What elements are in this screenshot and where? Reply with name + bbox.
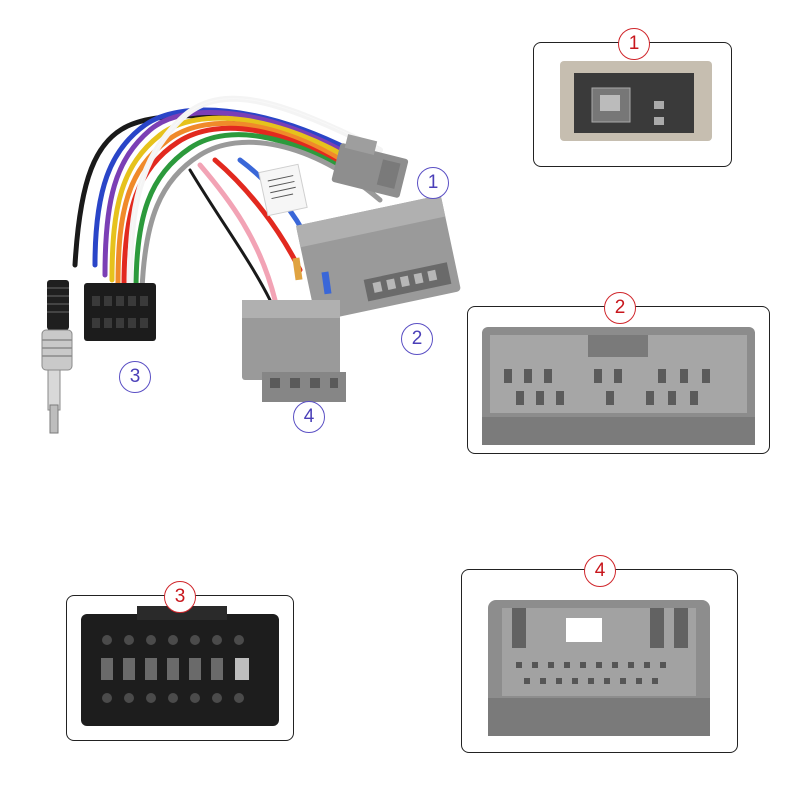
panel-1-number: 1 [618,28,650,60]
callout-harness-3: 3 [119,361,151,393]
wire-pink [197,162,278,303]
panel-3-number: 3 [164,581,196,613]
wire-red-2 [212,157,303,273]
black-connector-3 [84,283,156,341]
wire-orange [115,121,368,288]
callout-harness-2: 2 [401,323,433,355]
detail-panel-2: 2 [467,292,770,454]
wire-green [133,132,378,293]
panel-4-number: 4 [584,555,616,587]
wire-red [121,125,373,288]
callout-harness-1: 1 [417,167,449,199]
grey-connector-4 [242,300,346,402]
detail-panel-1: 1 [533,28,732,167]
panel-2-number: 2 [604,292,636,324]
wire-yellow [109,115,363,283]
wire-black-2 [188,168,272,302]
callout-harness-4: 4 [293,401,325,433]
wire-purple [102,109,358,278]
antenna-plug [41,280,73,434]
wire-grey [139,139,383,293]
grey-connector-1 [331,134,409,198]
wire-white [127,95,383,288]
detail-panel-4: 4 [461,555,738,753]
detail-panel-3: 3 [66,581,294,741]
grey-connector-2 [295,194,461,321]
